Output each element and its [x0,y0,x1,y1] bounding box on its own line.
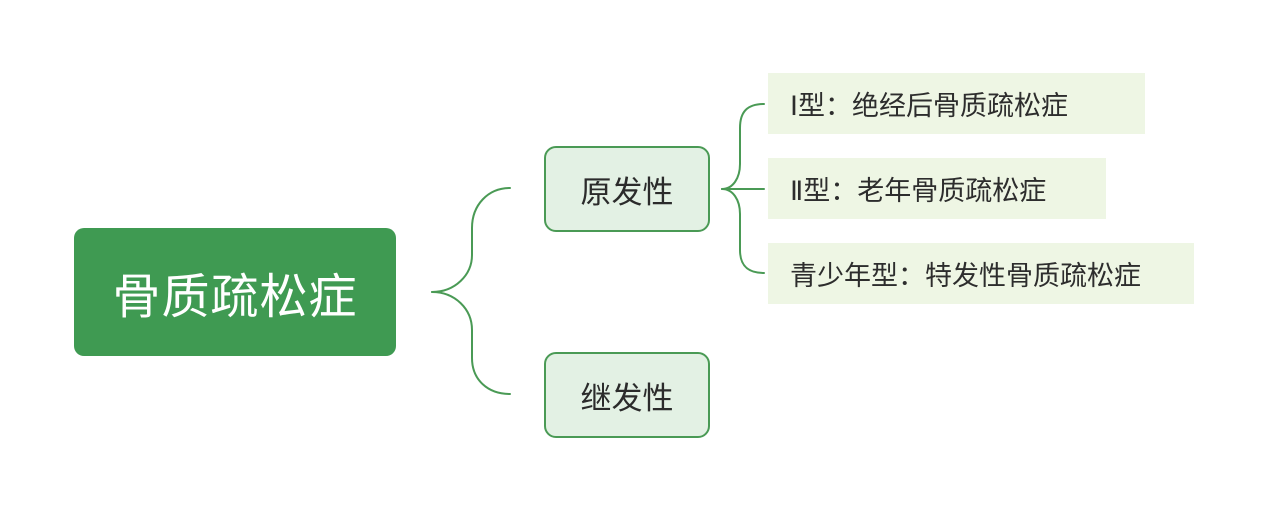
connector-primary-to-juvenile [721,188,765,274]
leaf-node-type-1[interactable]: Ⅰ型：绝经后骨质疏松症 [768,73,1145,134]
root-node[interactable]: 骨质疏松症 [74,228,396,356]
branch-node-secondary[interactable]: 继发性 [544,352,710,438]
leaf-node-juvenile-label: 青少年型：特发性骨质疏松症 [790,261,1141,292]
leaf-node-type-2-label: Ⅱ型：老年骨质疏松症 [790,176,1047,207]
branch-node-primary[interactable]: 原发性 [544,146,710,232]
connector-root-to-secondary [431,291,511,395]
leaf-node-type-2[interactable]: Ⅱ型：老年骨质疏松症 [768,158,1106,219]
connector-primary-to-type-1 [721,103,765,190]
branch-node-secondary-label: 继发性 [580,380,674,417]
connector-root-to-primary [431,187,511,293]
root-node-label: 骨质疏松症 [112,269,358,325]
branch-node-primary-label: 原发性 [580,174,674,211]
leaf-node-juvenile[interactable]: 青少年型：特发性骨质疏松症 [768,243,1194,304]
leaf-node-type-1-label: Ⅰ型：绝经后骨质疏松症 [790,91,1068,122]
